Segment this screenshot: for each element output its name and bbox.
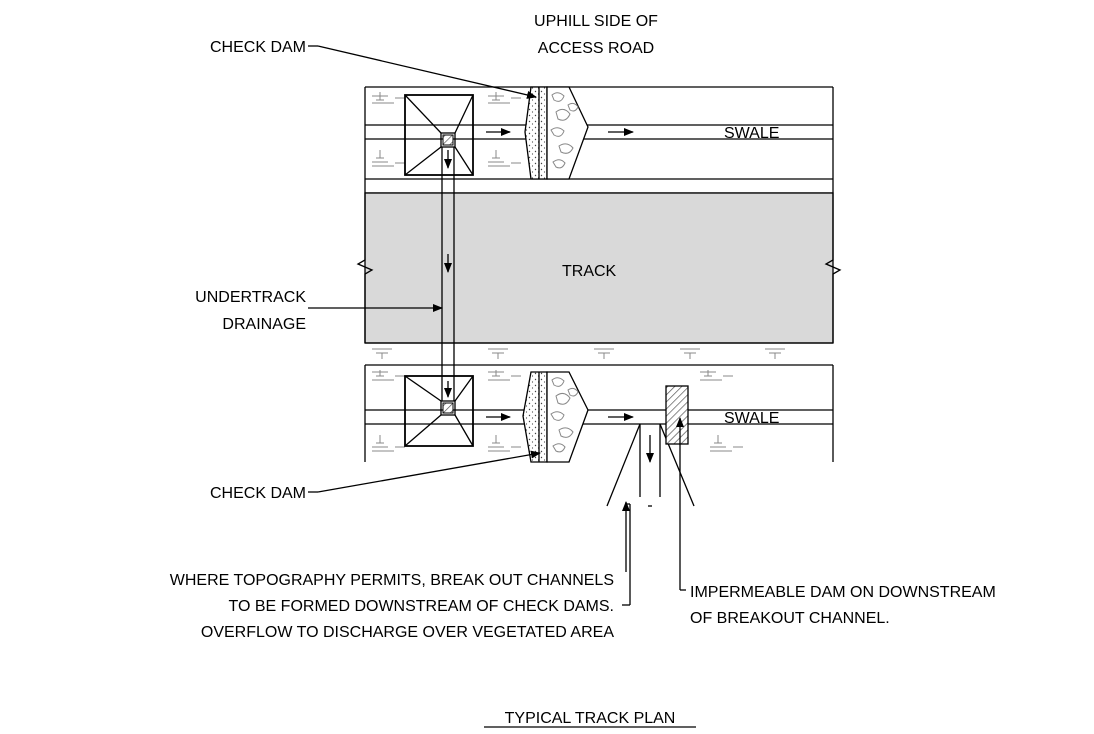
break-lines <box>356 193 842 343</box>
flow-arrows <box>486 128 634 421</box>
vegetation-symbols-bottom <box>372 370 743 452</box>
drawing-title: TYPICAL TRACK PLAN <box>505 710 676 727</box>
leader-lines <box>308 45 686 606</box>
undertrack-label-line2: DRAINAGE <box>222 316 306 333</box>
breakout-channel <box>606 423 695 507</box>
topography-note-line3: OVERFLOW TO DISCHARGE OVER VEGETATED ARE… <box>201 624 614 641</box>
uphill-label-line2: ACCESS ROAD <box>538 40 654 57</box>
check-dam-top <box>524 86 589 180</box>
impermeable-dam <box>665 385 689 445</box>
track-band <box>364 192 834 366</box>
swale-bottom-label: SWALE <box>724 410 779 427</box>
undertrack-pipe <box>441 147 455 401</box>
check-dam-bottom-label: CHECK DAM <box>210 485 306 502</box>
drainage-pit-bottom <box>404 375 474 447</box>
vegetation-symbols-mid <box>372 348 785 359</box>
impermeable-note-line2: OF BREAKOUT CHANNEL. <box>690 610 890 627</box>
topography-note-line1: WHERE TOPOGRAPHY PERMITS, BREAK OUT CHAN… <box>170 572 614 589</box>
undertrack-label-line1: UNDERTRACK <box>195 289 306 306</box>
vegetation-symbols-top <box>372 92 521 167</box>
drainage-pit-top <box>404 94 474 176</box>
topography-note-line2: TO BE FORMED DOWNSTREAM OF CHECK DAMS. <box>229 598 615 615</box>
check-dam-top-label: CHECK DAM <box>210 39 306 56</box>
uphill-label-line1: UPHILL SIDE OF <box>534 13 658 30</box>
check-dam-bottom <box>522 371 589 463</box>
track-label: TRACK <box>562 263 617 280</box>
swale-top-label: SWALE <box>724 125 779 142</box>
impermeable-note-line1: IMPERMEABLE DAM ON DOWNSTREAM <box>690 584 996 601</box>
